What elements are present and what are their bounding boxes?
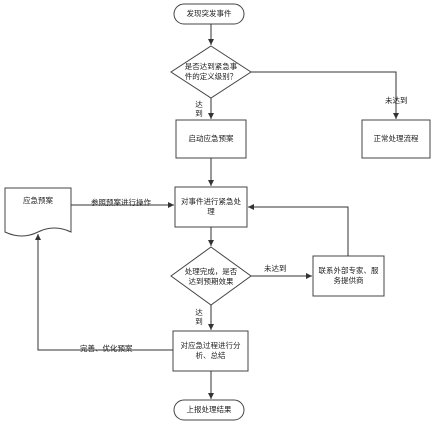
end-terminal: [173, 399, 245, 421]
experts-box: [312, 255, 385, 297]
analyze-box: [172, 330, 249, 372]
plan-document-shape: [4, 187, 72, 237]
end-label: 上报处理结果: [186, 404, 232, 414]
handle-label: 对事件进行紧急处理: [181, 196, 241, 216]
edge-decision1-normal: [251, 71, 399, 119]
start-label: 发现突发事件: [186, 8, 232, 18]
decision1-label: 是否达到紧急事件的定义级别？: [184, 61, 238, 81]
activate-label: 启动应急预案: [188, 133, 234, 143]
decision2-label: 处理完成，是否达到预期效果: [184, 266, 238, 286]
edge-label-not-reached-1: 未达到: [385, 96, 408, 105]
edge-label-improve: 完善、优化预案: [80, 344, 133, 353]
start-terminal: [173, 3, 245, 25]
handle-box: [174, 186, 248, 228]
activate-box: [175, 119, 247, 159]
edge-experts-handle: [248, 204, 349, 256]
plan-doc-label: 应急预案: [23, 195, 53, 205]
normal-box: [361, 119, 431, 159]
edge-analyze-plan: [35, 234, 173, 351]
edge-label-refer-plan: 参照预案进行操作: [91, 198, 151, 207]
edge-label-reached-1: 达到: [195, 100, 203, 119]
analyze-label: 对应急过程进行分析、总结: [180, 340, 241, 360]
edge-label-not-reached-2: 未达到: [264, 264, 287, 273]
experts-label: 联系外部专家、服务提供商: [318, 265, 379, 285]
edge-label-reached-2: 达到: [195, 308, 203, 327]
normal-label: 正常处理流程: [373, 133, 419, 143]
